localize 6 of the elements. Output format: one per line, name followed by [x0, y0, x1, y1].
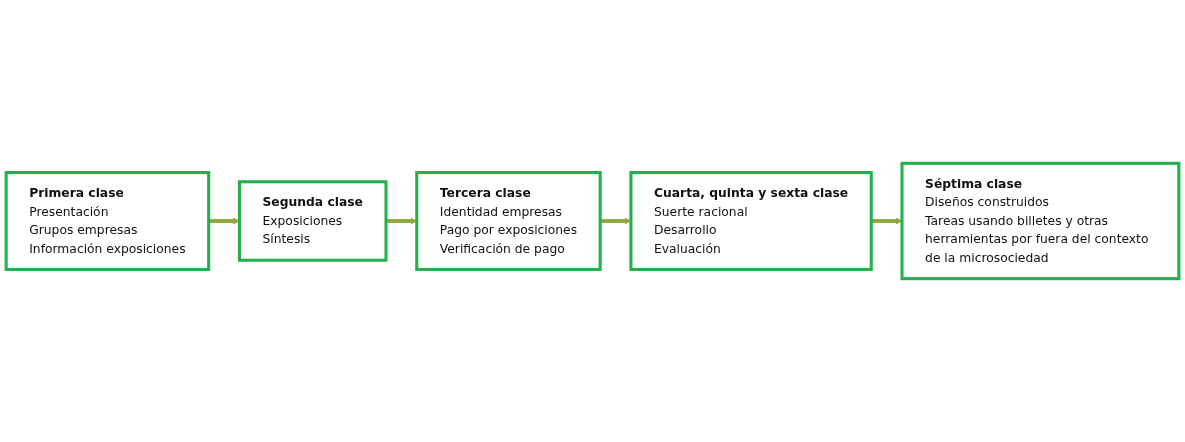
- node-box: Segunda clase Exposiciones Síntesis: [237, 180, 388, 262]
- node-box: Séptima clase Diseños construidos Tareas usando billetes y otras herramientas por fuera del contexto de la microsociedad: [900, 161, 1181, 281]
- arrow: [600, 217, 632, 225]
- node-box: Tercera clase Identidad empresas Pago por exposiciones Verificación de pago: [415, 171, 602, 271]
- node-box: Cuarta, quinta y sexta clase Suerte racional Desarrollo Evaluación: [629, 171, 873, 271]
- node-box: Primera clase Presentación Grupos empresas Información exposiciones: [4, 171, 211, 271]
